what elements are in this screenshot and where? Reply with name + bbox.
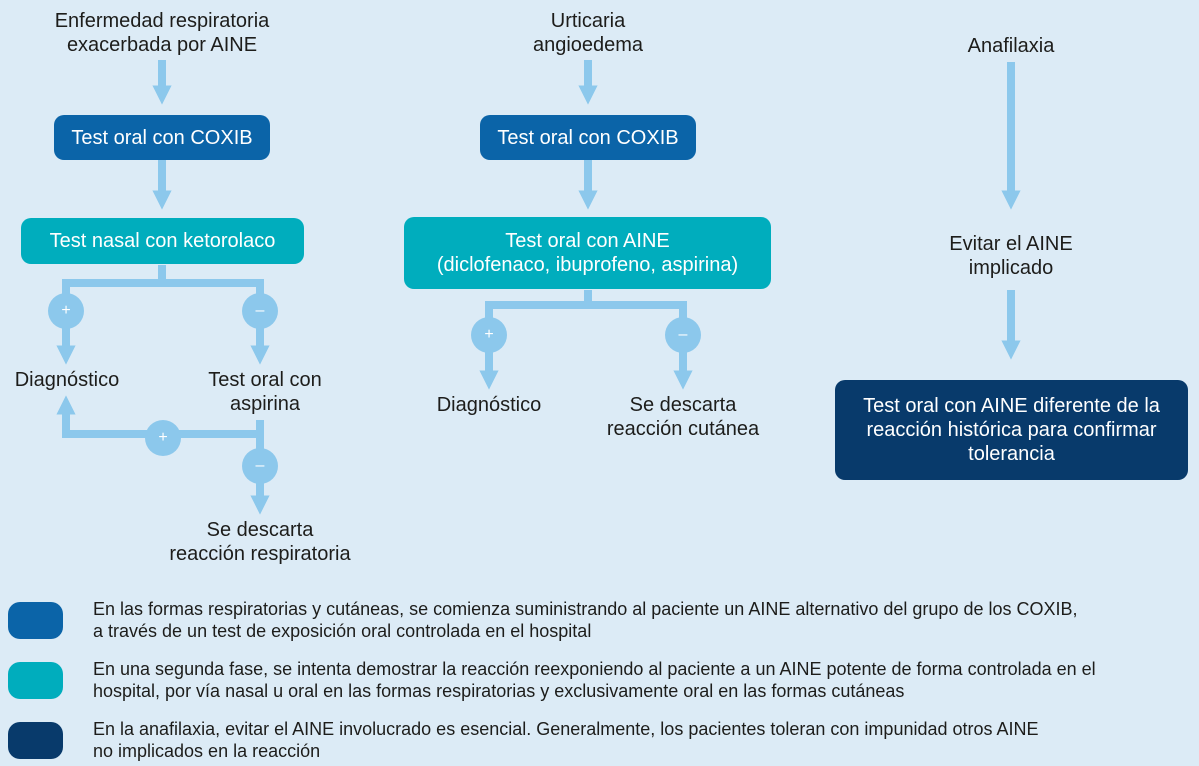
legend-text-challenge: En una segunda fase, se intenta demostra… <box>93 659 1096 701</box>
resp-minus-sign: – <box>255 302 265 319</box>
resp-coxib-box: Test oral con COXIB <box>54 115 270 160</box>
legend-text-anaphylaxis: En la anafilaxia, evitar el AINE involuc… <box>93 719 1039 761</box>
resp-coxib-label: Test oral con COXIB <box>71 126 253 149</box>
cut-minus-circle <box>665 317 701 353</box>
ana-title: Anafilaxia <box>967 35 1055 57</box>
cut-aine-label: Test oral con AINE (diclofenaco, ibuprof… <box>436 230 739 276</box>
resp-final-outcome: Se descarta reacción respiratoria <box>169 519 351 565</box>
legend-swatch-anaphylaxis <box>8 722 63 759</box>
cut-outcome-positive: Diagnóstico <box>436 394 542 416</box>
ana-test-box: Test oral con AINE diferente de la reacc… <box>835 380 1188 480</box>
resp-nasal-label: Test nasal con ketorolaco <box>49 230 276 252</box>
cut-coxib-box: Test oral con COXIB <box>480 115 696 160</box>
cut-outcome-negative: Se descarta reacción cutánea <box>606 394 760 440</box>
cut-title: Urticaria angioedema <box>532 10 644 56</box>
cut-coxib-label: Test oral con COXIB <box>497 126 679 149</box>
cut-plus-sign: + <box>484 326 494 343</box>
legend-item-coxib: En las formas respiratorias y cutáneas, … <box>8 598 1193 644</box>
cut-minus-sign: – <box>678 326 688 343</box>
legend-swatch-challenge <box>8 662 63 699</box>
ana-avoid-step: Evitar el AINE implicado <box>949 233 1073 279</box>
resp-plus-circle <box>48 293 84 329</box>
cut-plus-circle <box>471 317 507 353</box>
ana-test-label: Test oral con AINE diferente de la reacc… <box>863 395 1160 465</box>
resp-outcome-negative: Test oral con aspirina <box>208 369 322 415</box>
cut-aine-box: Test oral con AINE (diclofenaco, ibuprof… <box>404 217 771 289</box>
resp-title: Enfermedad respiratoria exacerbada por A… <box>54 10 270 56</box>
legend-swatch-coxib <box>8 602 63 639</box>
legend-text-coxib: En las formas respiratorias y cutáneas, … <box>93 599 1078 641</box>
legend-item-anaphylaxis: En la anafilaxia, evitar el AINE involuc… <box>8 718 1193 764</box>
resp-loop-minus-circle <box>242 448 278 484</box>
resp-loop-plus-circle <box>145 420 181 456</box>
legend-item-challenge: En una segunda fase, se intenta demostra… <box>8 658 1193 704</box>
resp-minus-circle <box>242 293 278 329</box>
resp-loop-plus-sign: + <box>158 429 168 446</box>
resp-plus-sign: + <box>61 302 71 319</box>
resp-outcome-positive: Diagnóstico <box>14 369 120 391</box>
resp-loop-minus-sign: – <box>255 457 265 474</box>
resp-nasal-box: Test nasal con ketorolaco <box>21 218 304 264</box>
